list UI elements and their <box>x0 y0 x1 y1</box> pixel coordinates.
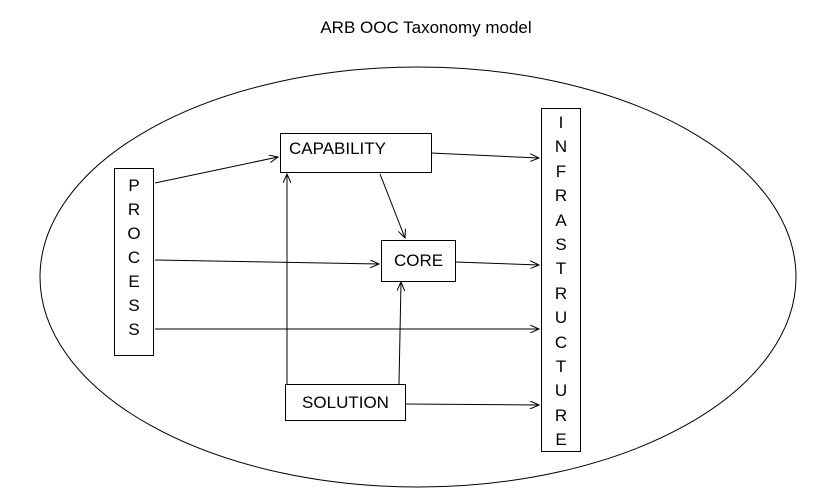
infrastructure-node: INFRASTRUCTURE <box>541 108 581 452</box>
arrow-solution-to-infrastructure <box>404 404 539 405</box>
arrow-capability-to-infrastructure <box>430 152 539 158</box>
capability-node: CAPABILITY <box>280 133 432 173</box>
arrow-capability-to-core <box>379 173 405 238</box>
capability-label: CAPABILITY <box>289 139 386 158</box>
arrow-core-to-infrastructure <box>454 262 539 265</box>
process-node: PROCESS <box>114 168 154 356</box>
core-node: CORE <box>381 240 456 282</box>
arrow-solution-to-core <box>399 282 401 385</box>
diagram-title: ARB OOC Taxonomy model <box>320 18 532 37</box>
solution-label: SOLUTION <box>302 392 389 412</box>
arrow-process-to-core <box>154 259 379 264</box>
scope-ellipse <box>39 66 797 488</box>
core-label: CORE <box>393 251 444 270</box>
infrastructure-label: INFRASTRUCTURE <box>554 113 568 450</box>
solution-node: SOLUTION <box>285 384 406 421</box>
process-label: PROCESS <box>127 176 141 339</box>
arrow-process-to-capability <box>154 157 278 184</box>
